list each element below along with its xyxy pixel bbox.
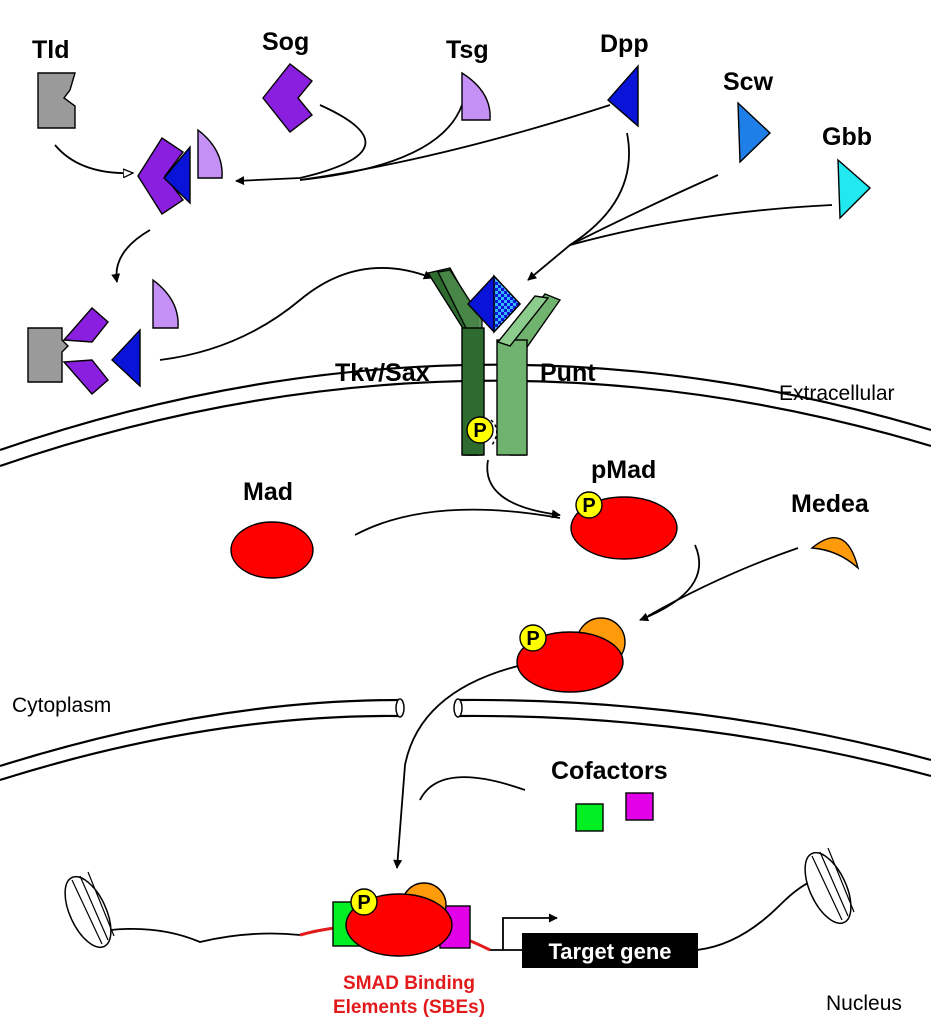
dpp-label: Dpp — [600, 30, 649, 58]
tld-label: Tld — [32, 36, 70, 64]
pmad-medea-complex: P — [516, 617, 626, 693]
sog-protein — [262, 63, 313, 133]
tsg-protein — [461, 71, 491, 121]
nucleosome-right — [804, 847, 855, 925]
sog-dpp-tsg-complex — [137, 128, 223, 215]
mad-protein — [230, 521, 314, 579]
target-gene-label: Target gene — [548, 939, 671, 964]
scw-label: Scw — [723, 68, 774, 96]
cofactor-magenta — [625, 792, 654, 821]
nuclear-membrane — [0, 698, 931, 782]
tkv-sax-label: Tkv/Sax — [335, 359, 430, 387]
complex-phosphate-label: P — [526, 628, 539, 650]
sog-label: Sog — [262, 28, 309, 56]
tsg-label: Tsg — [446, 36, 489, 64]
cleaved-complex — [27, 278, 179, 395]
receptor-phosphate: P — [466, 416, 494, 444]
target-gene-box: Target gene — [522, 933, 698, 968]
medea-label: Medea — [791, 490, 870, 518]
nuclear-pore-right — [453, 698, 463, 718]
cofactor-green — [575, 803, 604, 832]
receptor-complex — [426, 267, 562, 456]
cytoplasm-region-label: Cytoplasm — [12, 694, 111, 717]
extracellular-region-label: Extracellular — [779, 382, 895, 405]
nuclear-pore-left — [395, 698, 405, 718]
pmad-label: pMad — [591, 456, 656, 484]
nucleus-region-label: Nucleus — [826, 992, 902, 1015]
pmad-protein: P — [570, 491, 678, 560]
medea-protein — [810, 537, 860, 571]
nucleosome-left — [64, 871, 115, 949]
dpp-ligand — [607, 64, 639, 128]
gbb-ligand — [837, 158, 872, 220]
receptor-phosphate-label: P — [473, 420, 486, 442]
sbe-label-line2: Elements (SBEs) — [333, 997, 485, 1018]
scw-ligand — [737, 101, 772, 164]
sbe-label-line1: SMAD Binding — [343, 973, 475, 994]
pmad-phosphate-label: P — [582, 495, 595, 517]
gbb-label: Gbb — [822, 123, 872, 151]
nuclear-phosphate-label: P — [357, 892, 370, 914]
cofactors-label: Cofactors — [551, 757, 668, 785]
tld-protein — [37, 72, 76, 129]
dna-bound-complex: P — [332, 882, 471, 957]
mad-label: Mad — [243, 478, 293, 506]
pathway-arrows — [54, 104, 833, 950]
punt-label: Punt — [540, 359, 596, 387]
